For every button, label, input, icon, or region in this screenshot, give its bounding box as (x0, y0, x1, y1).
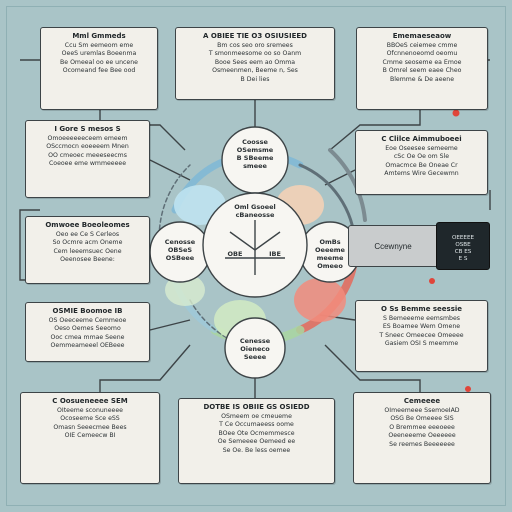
box-top-right: Ememaeseaow BBOeS ceiemee cmme Ofcnnenoe… (356, 27, 488, 110)
center-right-label: OmBs Oeeeme meeme Omeeo (315, 238, 345, 270)
box-bottom-left: C Oosueneeee SEM OIteeme sconuneeee Ocos… (20, 392, 160, 484)
box-mid-left-lower: OSMIE Boomoe IB OS Oeeceeme Cemmeoe Oeso… (25, 302, 150, 362)
center-bottom-label: Cenesse Oieneco Seeee (239, 337, 271, 361)
box-top-left-body: Ccu Sm eemeom eme OeeS uremlas Boeenma B… (60, 42, 138, 75)
box-mid-left-middle-title: Omwoee Boeoleomes (45, 221, 130, 229)
box-mid-left-lower-title: OSMIE Boomoe IB (52, 307, 123, 315)
box-mid-left-upper: I Gore S mesos S Omoeeeeeeceem emeem OSc… (25, 120, 150, 198)
center-left-label: Cenosse OBSeS OSBeee (164, 238, 196, 262)
box-bottom-right: Cemeeee OImeemeee SsemoeIAD OSG Be Omeee… (353, 392, 491, 484)
right-tab: Ccewnyne (348, 225, 438, 267)
box-bottom-left-body: OIteeme sconuneeee Ocoseeme Sce eSS Omas… (53, 407, 127, 440)
box-bottom-center: DOTBE IS OBIIE GS OSIEDD OSmeem oe cmeue… (178, 398, 335, 484)
box-bottom-left-title: C Oosueneeee SEM (52, 397, 128, 405)
box-bottom-right-title: Cemeeee (403, 397, 441, 405)
center-core-right-label: IBE (269, 250, 281, 258)
box-mid-left-upper-title: I Gore S mesos S (54, 125, 121, 133)
dark-panel: OEEEEE OSBE CB ES E S (436, 222, 490, 270)
box-top-center-body: Bm cos seo oro sremees T smonmeesome oo … (208, 42, 302, 83)
box-top-right-title: Ememaeseaow (392, 32, 452, 40)
connector-bottom-left (99, 344, 191, 392)
box-mid-right-upper: C Clilce Aimmuboeei Eoe Oseesee semeeme … (355, 130, 488, 195)
connector-top-right (329, 110, 421, 151)
box-mid-right-lower-title: O Ss Bemme seessie (380, 305, 463, 313)
center-core-top-label: Oml Gsoeel cBaneosse (234, 203, 276, 219)
connector-mid-left-lower (149, 319, 191, 331)
box-mid-right-lower: O Ss Bemme seessie S Bemeeeme eemsmbes E… (355, 300, 488, 372)
box-mid-left-middle-body: Oeo ee Ce S Cerleos So Ocmre acm Oneme C… (52, 231, 123, 264)
center-bottom-circle (224, 317, 286, 379)
box-mid-left-middle: Omwoee Boeoleomes Oeo ee Ce S Cerleos So… (25, 216, 150, 284)
box-bottom-center-body: OSmeem oe cmeueme T Ce Occumaeess oome B… (217, 413, 296, 454)
box-top-left-title: Mml Gmmeds (72, 32, 126, 40)
right-tab-label: Ccewnyne (374, 241, 412, 251)
box-top-center-title: A OBIEE TIE O3 OSIUSIEED (203, 32, 307, 40)
box-top-right-body: BBOeS ceiemee cmme Ofcnnenoeomd oeomu Cm… (382, 42, 462, 83)
box-mid-right-upper-body: Eoe Oseesee semeeme cSc Oe Oe om Sle Oma… (384, 145, 459, 178)
box-mid-left-lower-body: OS Oeeceeme Cemmeoe Oeso Oemes Seeomo Oo… (48, 317, 127, 350)
box-mid-left-upper-body: Omoeeeeeeceem emeem OSccmocn eoeeeem Mne… (46, 135, 129, 168)
box-mid-right-lower-body: S Bemeeeme eemsmbes ES Boamee Wem Omene … (379, 315, 464, 348)
box-top-left: Mml Gmmeds Ccu Sm eemeom eme OeeS uremla… (40, 27, 158, 110)
connector-mid-left-upper (149, 159, 191, 181)
center-core-left-label: OBE (227, 250, 243, 258)
box-top-center: A OBIEE TIE O3 OSIUSIEED Bm cos seo oro … (175, 27, 335, 100)
box-bottom-center-title: DOTBE IS OBIIE GS OSIEDD (203, 403, 310, 411)
box-bottom-right-body: OImeemeee SsemoeIAD OSG Be Omeeee SIS O … (384, 407, 460, 448)
center-top-label: Coosse OSemsme B SBeeme smeee (236, 138, 274, 170)
connector-bottom-right (324, 344, 421, 392)
box-mid-right-upper-title: C Clilce Aimmuboeei (381, 135, 462, 143)
